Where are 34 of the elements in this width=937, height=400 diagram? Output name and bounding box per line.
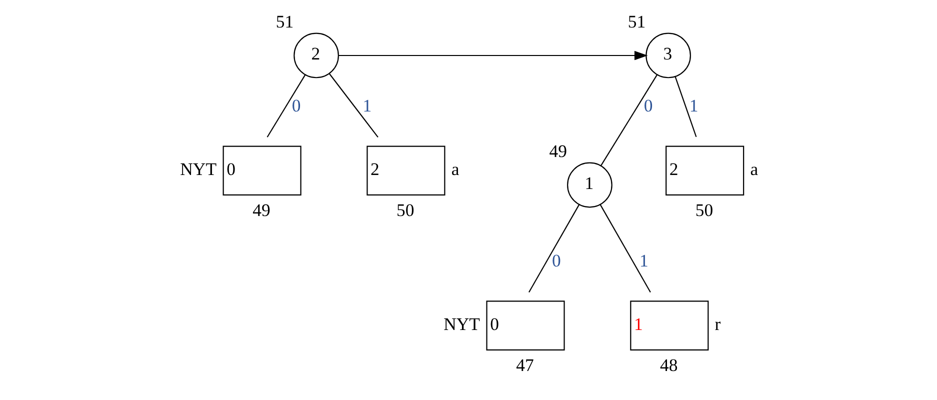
node-label: 49	[549, 140, 568, 161]
node-label: r	[714, 313, 721, 334]
connector	[528, 204, 580, 292]
node-label: a	[451, 158, 460, 178]
node-label: 50	[695, 199, 714, 220]
node-box: 2	[366, 145, 446, 196]
arrow	[338, 50, 648, 60]
node-label: 47	[516, 354, 534, 374]
edge-label: 0	[552, 250, 561, 270]
node-label: 49	[252, 199, 270, 220]
node-box: 1	[630, 300, 709, 350]
node-box: 0	[222, 145, 302, 196]
node-circle: 2	[294, 32, 339, 78]
connector	[266, 74, 306, 137]
node-box: 0	[486, 300, 565, 350]
connector	[674, 76, 697, 137]
node-label: 48	[660, 354, 678, 374]
node-label: 51	[628, 11, 646, 32]
edge-label: 1	[640, 250, 648, 270]
edge-label: 1	[689, 95, 698, 116]
node-circle: 3	[646, 32, 691, 78]
edge-label: 1	[362, 95, 372, 116]
edge-label: 0	[292, 95, 301, 116]
node-label: NYT	[180, 158, 217, 178]
node-box: 2	[666, 145, 744, 196]
node-label: 50	[396, 199, 414, 220]
connector	[600, 204, 651, 292]
node-label: NYT	[444, 313, 480, 334]
node-label: 51	[276, 11, 294, 32]
connector	[600, 74, 658, 166]
edge-label: 0	[644, 95, 653, 116]
node-circle: 1	[567, 162, 612, 208]
node-label: a	[750, 158, 758, 178]
connector	[329, 72, 378, 138]
